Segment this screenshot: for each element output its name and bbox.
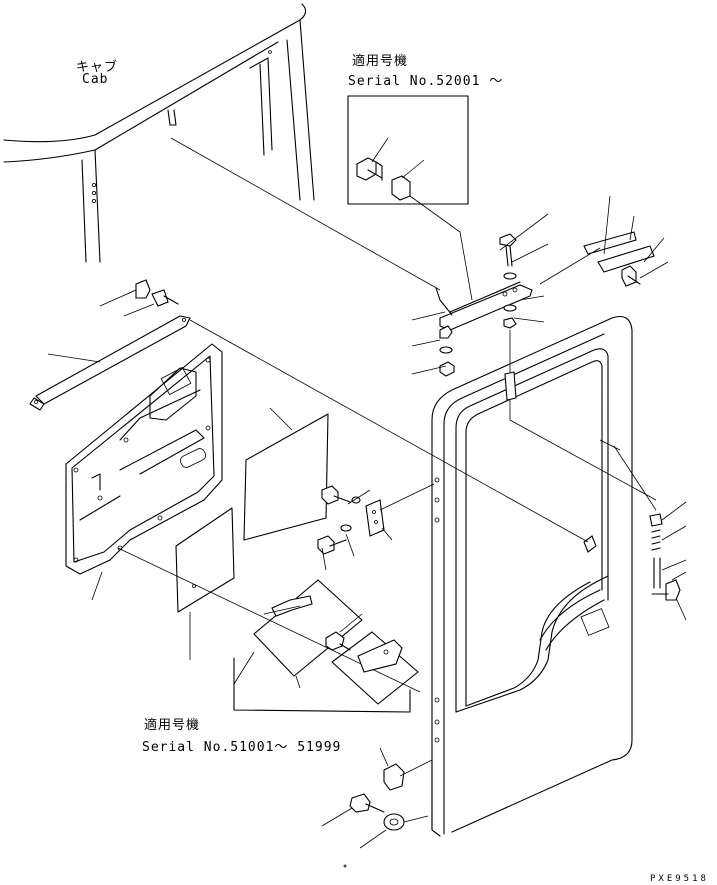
center-hardware: [317, 483, 435, 571]
serial-box-top: [347, 95, 473, 301]
cab-body: [3, 3, 441, 291]
stay-rod: [29, 279, 589, 543]
insulation-sheets: [175, 407, 329, 660]
stay-bracket-assembly: [411, 195, 669, 377]
cab-label-jp: キャブ: [76, 60, 119, 75]
cab-label-en: Cab: [82, 72, 109, 87]
applicable-serial-top: Serial No.52001 ～: [348, 74, 504, 89]
applicable-serial-bottom: Serial No.51001～ 51999: [142, 740, 342, 755]
drawing-code: PXE9518: [650, 874, 709, 884]
door-frame: [431, 315, 657, 837]
applicable-serial-bottom-jp: 適用号機: [144, 718, 201, 733]
applicable-serial-top-jp: 適用号機: [352, 54, 409, 69]
bottom-hardware: [321, 747, 433, 849]
right-hardware: [613, 445, 687, 621]
serial-group-bottom: [233, 579, 419, 713]
door-trim-panel: [65, 343, 421, 693]
